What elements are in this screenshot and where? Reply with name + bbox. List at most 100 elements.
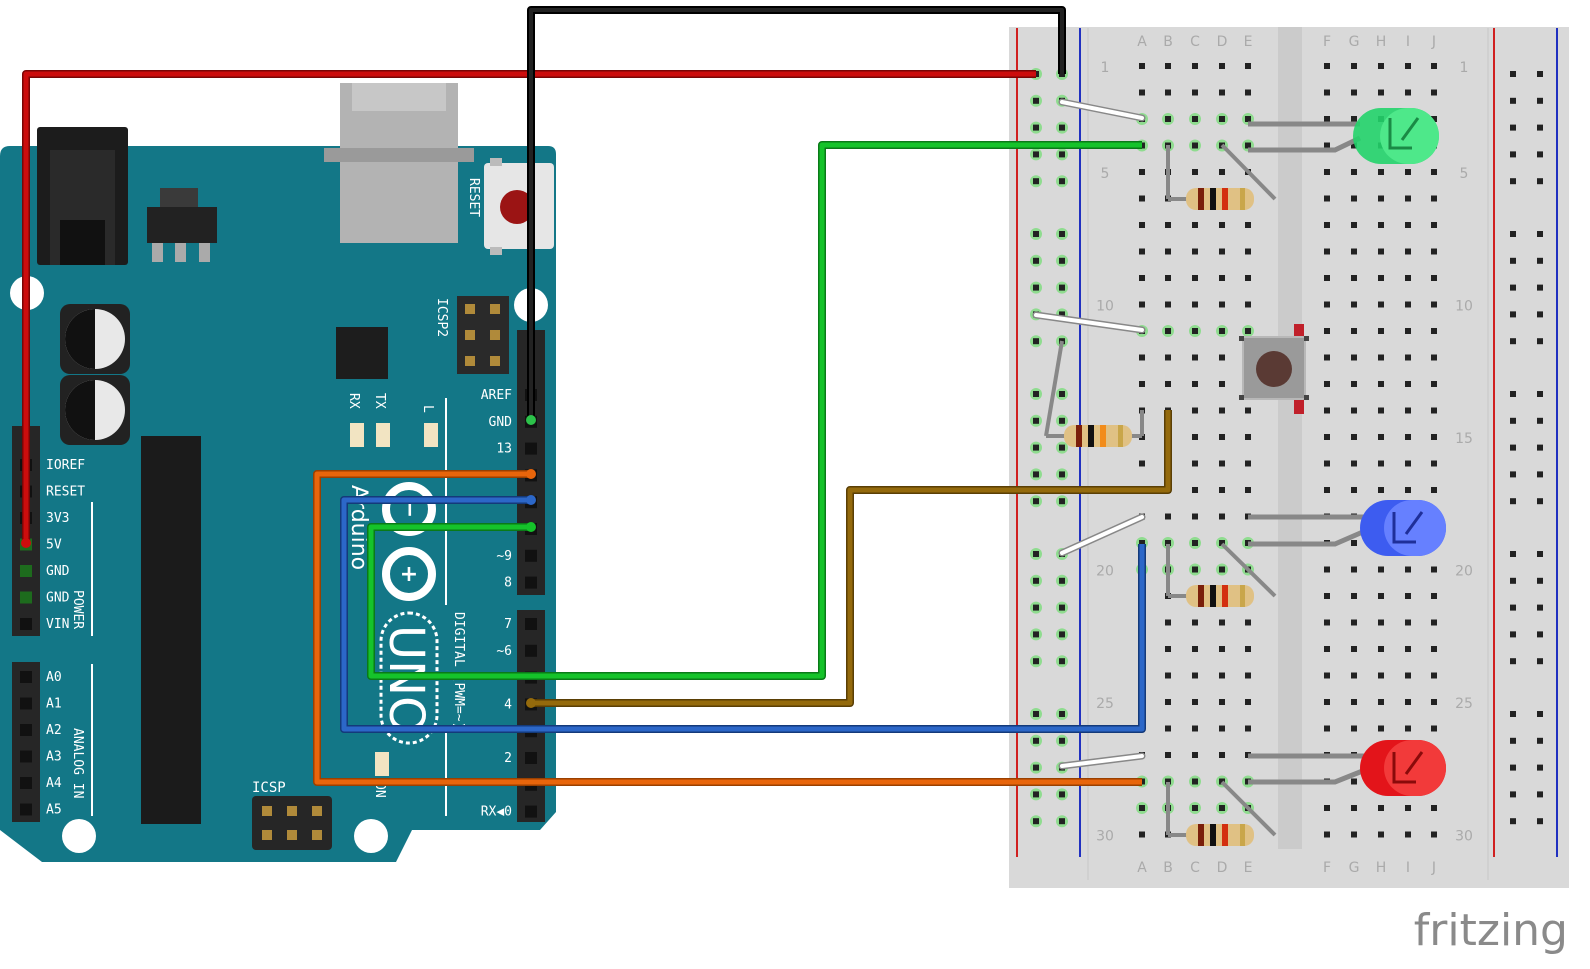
arduino-logo: − + (382, 482, 436, 601)
row-number: 10 (1455, 299, 1473, 315)
led-red (1248, 740, 1446, 796)
icsp-label: ICSP (252, 780, 286, 796)
rx-label: RX (346, 393, 361, 409)
column-label: H (1376, 34, 1387, 50)
digital-pin-label: 8 (504, 576, 512, 591)
column-label: J (1431, 860, 1436, 876)
row-number: 5 (1460, 166, 1469, 182)
power-jack (37, 127, 128, 265)
capacitor (60, 304, 130, 374)
mounting-hole (62, 819, 96, 853)
wire-pin10 (367, 141, 1142, 680)
power-pin-label: 3V3 (46, 511, 69, 526)
resistor (1166, 780, 1277, 846)
led-blue (1248, 500, 1446, 556)
svg-text:−: − (397, 500, 422, 518)
l-label: L (420, 405, 435, 413)
row-number: 5 (1101, 166, 1110, 182)
resistor (1166, 542, 1277, 607)
analog-pin-label: A2 (46, 723, 62, 738)
wire-pin12 (313, 470, 1142, 786)
svg-text:+: + (400, 562, 418, 587)
analog-group-label: ANALOG IN (70, 728, 85, 798)
reset-label: RESET (466, 178, 481, 217)
column-label: G (1349, 860, 1360, 876)
column-label: D (1217, 34, 1228, 50)
analog-pin-label: A5 (46, 803, 62, 818)
power-pin-label: 5V (46, 538, 62, 553)
power-group-label: POWER (70, 590, 85, 629)
wire-pin4 (531, 410, 1172, 707)
wire-5v (22, 70, 1036, 543)
row-number: 20 (1455, 564, 1473, 580)
arduino-uno-board: RESET ICSP2 TX RX L ON − + Arduino UNO P… (0, 83, 556, 862)
icsp2-header (457, 296, 509, 374)
column-label: E (1244, 34, 1253, 50)
power-pin-label: VIN (46, 617, 69, 632)
row-number: 10 (1096, 299, 1114, 315)
column-label: J (1431, 34, 1436, 50)
usb-chip (336, 327, 388, 379)
microcontroller-chip (141, 436, 201, 824)
row-number: 25 (1455, 696, 1473, 712)
mounting-hole (354, 819, 388, 853)
column-label: C (1190, 34, 1200, 50)
row-number: 30 (1455, 829, 1473, 845)
column-label: B (1163, 860, 1173, 876)
row-number: 25 (1096, 696, 1114, 712)
tx-label: TX (372, 393, 387, 409)
pushbutton (1239, 324, 1309, 414)
rx-led (350, 423, 364, 447)
digital-pin-label: ~6 (496, 644, 512, 659)
column-label: I (1406, 860, 1410, 876)
column-label: C (1190, 860, 1200, 876)
column-label: I (1406, 34, 1410, 50)
analog-pin-label: A4 (46, 776, 62, 791)
column-label: A (1137, 860, 1147, 876)
icsp-header (252, 796, 332, 850)
power-pin-label: IOREF (46, 458, 85, 473)
voltage-regulator (147, 188, 217, 262)
power-pin-label: GND (46, 564, 70, 579)
on-led (375, 752, 389, 776)
capacitor (60, 375, 130, 445)
digital-pin-label: 4 (504, 697, 512, 712)
digital-pin-label: AREF (481, 388, 512, 403)
wire-endpoints (21, 415, 536, 708)
digital-pin-label: 7 (504, 617, 512, 632)
tx-led (376, 423, 390, 447)
wire-pin11 (340, 496, 1146, 733)
digital-pin-label: RX◀0 (481, 805, 512, 820)
digital-pin-label: ~9 (496, 549, 512, 564)
digital-pin-label: 13 (496, 442, 512, 457)
led-green (1248, 108, 1439, 164)
analog-pin-label: A0 (46, 670, 62, 685)
row-number: 1 (1101, 60, 1110, 76)
reset-button[interactable] (484, 158, 554, 255)
column-label: E (1244, 860, 1253, 876)
column-label: H (1376, 860, 1387, 876)
analog-pin-label: A3 (46, 750, 62, 765)
analog-pin-label: A1 (46, 697, 62, 712)
column-label: D (1217, 860, 1228, 876)
row-number: 20 (1096, 564, 1114, 580)
power-pin-label: RESET (46, 485, 85, 500)
resistor (1166, 143, 1277, 210)
column-label: F (1323, 860, 1331, 876)
column-label: G (1349, 34, 1360, 50)
column-label: B (1163, 34, 1173, 50)
l-led (424, 423, 438, 447)
analog-header (12, 662, 40, 822)
usb-connector (324, 83, 474, 243)
breadboard-jumpers (1032, 98, 1146, 770)
wire-gnd (527, 6, 1066, 420)
resistor (1044, 340, 1144, 447)
icsp2-label: ICSP2 (434, 298, 449, 337)
power-pin-label: GND (46, 591, 70, 606)
digital-pin-label: GND (489, 415, 513, 430)
column-label: F (1323, 34, 1331, 50)
row-number: 30 (1096, 829, 1114, 845)
row-number: 15 (1455, 431, 1473, 447)
fritzing-logo: fritzing (1414, 905, 1568, 956)
